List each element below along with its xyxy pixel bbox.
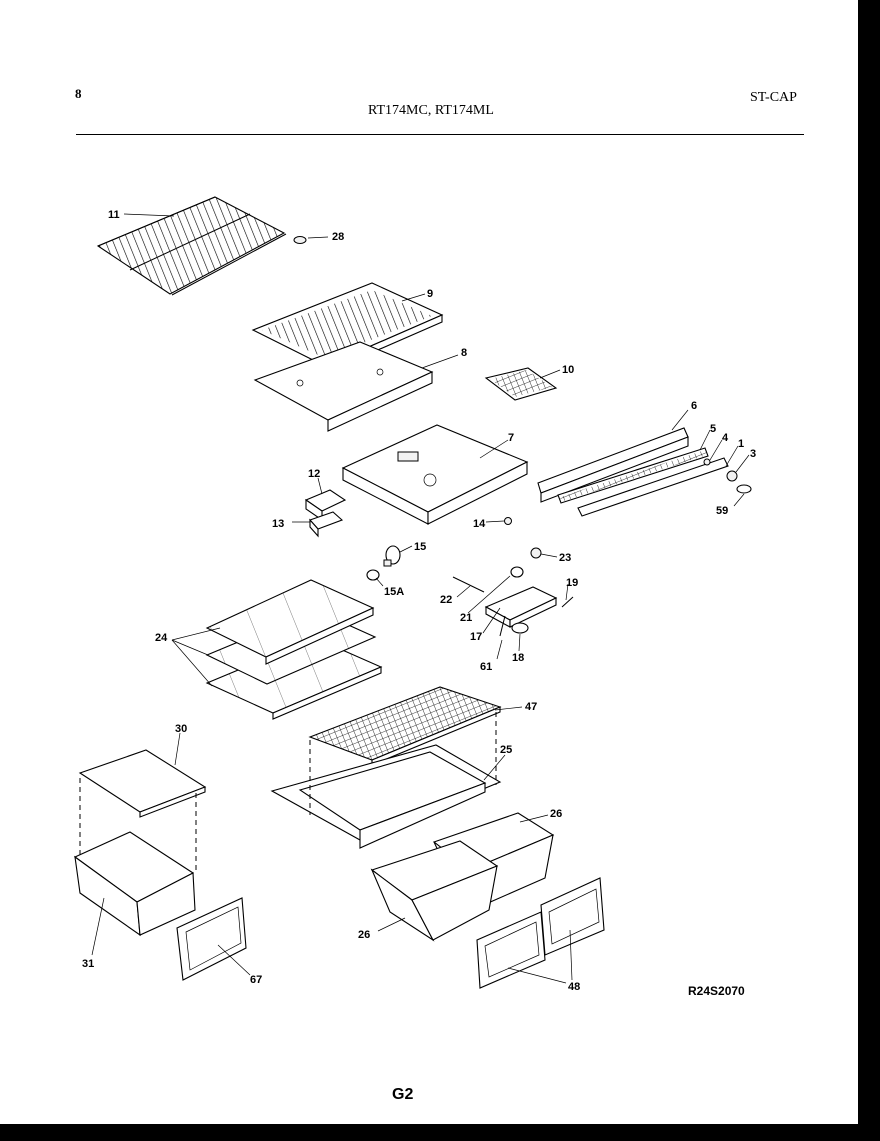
- callout-labels: 11 28 9 8 10 6 7 5 4 1 3 59 12 13 14 15 …: [82, 209, 756, 993]
- part-15-bulb: [383, 545, 401, 567]
- part-61-screw: [499, 615, 506, 637]
- part-8-shelf-frame: [253, 341, 434, 432]
- part-67-pan-front: [176, 897, 247, 981]
- part-7-divider-cover: [341, 424, 529, 525]
- callout-26-left: 26: [358, 929, 370, 941]
- part-47-crisper-cover: [308, 686, 502, 766]
- page-number: 8: [75, 86, 82, 101]
- part-6-rail: [537, 427, 689, 503]
- callout-6: 6: [691, 400, 697, 412]
- callout-22: 22: [440, 594, 452, 606]
- callout-10: 10: [562, 364, 574, 376]
- callout-17: 17: [470, 631, 482, 643]
- part-15a-socket: [366, 569, 380, 581]
- part-14-screw: [504, 517, 512, 525]
- part-5-rail: [557, 447, 709, 504]
- callout-31: 31: [82, 958, 94, 970]
- leader-lines: [91, 213, 750, 984]
- part-13-knob: [309, 511, 344, 538]
- callout-3: 3: [750, 448, 756, 460]
- diagram-code: R24S2070: [688, 984, 745, 998]
- part-1-rail: [577, 457, 729, 517]
- part-23-knob: [530, 547, 542, 559]
- part-25-crisper-frame: [270, 712, 502, 849]
- callout-67: 67: [250, 974, 262, 986]
- callout-5: 5: [710, 423, 716, 435]
- part-22-shaft: [452, 576, 485, 593]
- part-21-bracket: [510, 566, 524, 578]
- part-59-screw: [736, 484, 752, 494]
- callout-23: 23: [559, 552, 571, 564]
- parts-diagram-sheet: 8 RT174MC, RT174ML ST-CAP: [0, 0, 858, 1124]
- section-code: ST-CAP: [750, 90, 797, 105]
- callout-11: 11: [108, 209, 120, 221]
- callout-30: 30: [175, 723, 187, 735]
- callout-21: 21: [460, 612, 472, 624]
- callout-19: 19: [566, 577, 578, 589]
- part-11-wire-shelf: [96, 196, 287, 296]
- callout-47: 47: [525, 701, 537, 713]
- callout-26-right: 26: [550, 808, 562, 820]
- part-3-cap: [726, 470, 738, 482]
- callout-18: 18: [512, 652, 524, 664]
- model-title: RT174MC, RT174ML: [368, 103, 494, 118]
- part-30-cover: [78, 749, 207, 870]
- part-4-fastener: [703, 458, 711, 466]
- callout-12: 12: [308, 468, 320, 480]
- callout-14: 14: [473, 518, 486, 530]
- callout-8: 8: [461, 347, 467, 359]
- page-label: G2: [392, 1086, 414, 1103]
- part-24-glass-shelves: [205, 579, 383, 720]
- callout-48: 48: [568, 981, 580, 993]
- callout-15a: 15A: [384, 586, 404, 598]
- part-17-housing: [484, 586, 558, 628]
- callout-28: 28: [332, 231, 344, 243]
- callout-25: 25: [500, 744, 512, 756]
- callout-7: 7: [508, 432, 514, 444]
- part-10-vent: [484, 367, 558, 401]
- part-28-clip: [293, 236, 307, 244]
- callout-24: 24: [155, 632, 168, 644]
- part-48-pan-fronts: [476, 877, 605, 989]
- part-26-crisper-pan-left: [370, 840, 499, 942]
- callout-59: 59: [716, 505, 728, 517]
- callout-61: 61: [480, 661, 492, 673]
- part-19-screw: [561, 596, 574, 608]
- header-rule: [76, 134, 804, 135]
- callout-13: 13: [272, 518, 284, 530]
- part-31-pan: [73, 831, 196, 937]
- exploded-parts-drawing: 11 28 9 8 10 6 7 5 4 1 3 59 12 13 14 15 …: [73, 196, 756, 993]
- part-18-dial: [511, 622, 529, 634]
- callout-15: 15: [414, 541, 426, 553]
- callout-9: 9: [427, 288, 433, 300]
- callout-4: 4: [722, 432, 729, 444]
- callout-1: 1: [738, 438, 744, 450]
